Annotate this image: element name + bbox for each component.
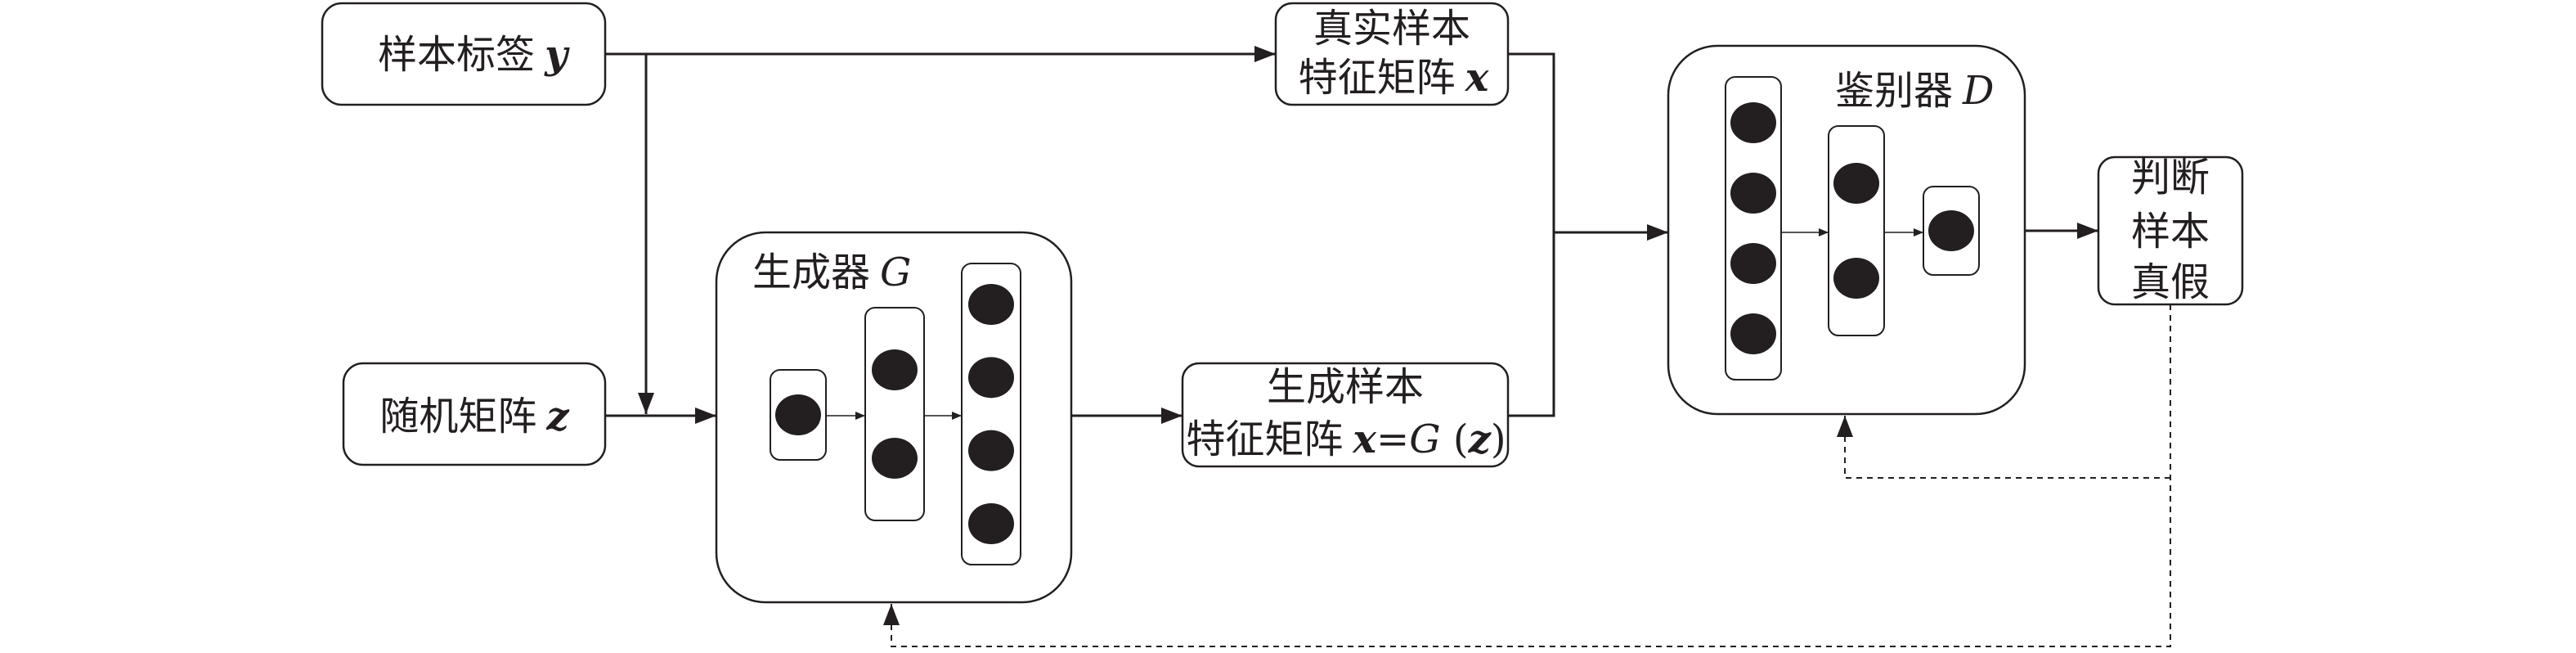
generated-sample-argument: z [1468, 417, 1492, 462]
generator-network [770, 263, 1021, 565]
discriminator-layer-1-neuron [1730, 173, 1776, 214]
generator-neurons [775, 284, 1014, 544]
generated-sample-equals-g: =G [1376, 417, 1441, 462]
merge-connector [1508, 52, 1555, 417]
real-sample-variable: x [1465, 55, 1490, 101]
generator-caption: 生成器 [752, 250, 870, 295]
discriminator-layer-2 [1828, 125, 1885, 336]
generator-layer-3-neuron [968, 430, 1014, 471]
generator-layer-3-neuron [968, 503, 1014, 544]
judgement-box [2097, 155, 2244, 306]
random-matrix-caption: 随机矩阵 [379, 394, 536, 439]
discriminator-layer-2-neuron [1833, 258, 1879, 299]
discriminator-layer-1 [1725, 76, 1782, 381]
discriminator-layer-1-neuron [1730, 102, 1776, 143]
random-matrix-box [342, 362, 607, 466]
generated-sample-close-paren: ) [1491, 417, 1506, 462]
generated-sample-caption: 特征矩阵 [1186, 417, 1343, 462]
generator-layer-2-neuron [872, 438, 918, 479]
sample-label-box [321, 2, 607, 106]
discriminator-layer-1-neuron [1730, 313, 1776, 354]
generator-layer-1-neuron [775, 394, 821, 435]
sample-label-caption: 样本标签 [378, 32, 535, 78]
generated-sample-line1: 生成样本 [1267, 364, 1424, 410]
discriminator-neurons [1730, 102, 1974, 354]
real-sample-caption: 特征矩阵 [1299, 55, 1456, 101]
discriminator-layer-3-neuron [1928, 210, 1974, 251]
discriminator-caption: 鉴别器 [1835, 68, 1953, 114]
real-sample-box [1274, 2, 1510, 106]
discriminator-variable: D [1962, 68, 1994, 114]
feedback-arrow-to-generator [883, 304, 2171, 647]
real-sample-line1: 真实样本 [1313, 6, 1470, 52]
generator-layer-3-neuron [968, 284, 1014, 325]
judgement-line-3: 真假 [2131, 259, 2210, 305]
generator-layer-3-neuron [968, 357, 1014, 399]
generator-layer-3 [961, 263, 1021, 565]
judgement-line-1: 判断 [2131, 155, 2210, 200]
generated-sample-variable: x [1352, 417, 1377, 462]
feedback-arrow-to-discriminator [1837, 416, 2170, 479]
discriminator-layer-1-neuron [1730, 243, 1776, 284]
discriminator-network [1725, 76, 1980, 381]
generator-layer-2-neuron [872, 349, 918, 390]
generated-sample-box [1181, 362, 1510, 468]
judgement-node: 判断 样本 真假 [2097, 155, 2244, 306]
random-matrix-variable: z [545, 394, 570, 439]
generated-sample-open-paren: ( [1441, 417, 1469, 462]
judgement-line-2: 样本 [2131, 209, 2210, 254]
sample-label-variable: y [544, 32, 570, 78]
generator-variable: G [880, 250, 911, 295]
generator-layer-2 [864, 307, 925, 521]
discriminator-layer-2-neuron [1833, 163, 1879, 204]
